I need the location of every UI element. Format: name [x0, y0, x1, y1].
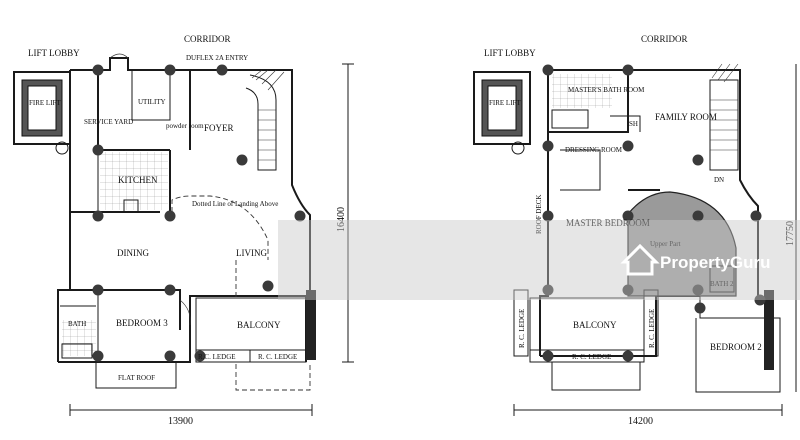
right-corridor-label: CORRIDOR	[641, 34, 688, 44]
bath-2-label: BATH 2	[710, 280, 734, 288]
upper-part-label: Upper Part	[650, 240, 681, 248]
living-label: LIVING	[236, 248, 267, 258]
left-fire-lift-label: FIRE LIFT	[29, 99, 61, 107]
left-rc-ledge-1: R.C. LEDGE	[198, 353, 236, 361]
left-height-dimension: 16400	[336, 207, 347, 232]
watermark-brand: PropertyGuru	[660, 253, 771, 272]
sh-label: SH	[629, 120, 638, 128]
left-corridor-label: CORRIDOR	[184, 34, 231, 44]
right-columns	[542, 64, 766, 362]
left-rc-ledge-2: R. C. LEDGE	[258, 353, 297, 361]
right-balcony-label: BALCONY	[573, 320, 617, 330]
left-floor-plan: LIFT LOBBY CORRIDOR FIRE LIFT SERVICE YA…	[13, 34, 354, 427]
rc-ledge-vertical-1: R. C. LEDGE	[518, 309, 526, 348]
right-lift-lobby-label: LIFT LOBBY	[484, 48, 536, 58]
left-dimensions	[69, 63, 354, 416]
left-lift-lobby-label: LIFT LOBBY	[28, 48, 80, 58]
left-width-dimension: 13900	[168, 416, 193, 427]
dn-label: DN	[714, 176, 724, 184]
masters-bath-label: MASTER'S BATH ROOM	[568, 86, 645, 94]
kitchen-label: KITCHEN	[118, 175, 158, 185]
staircase-left	[245, 69, 285, 171]
dining-label: DINING	[117, 248, 149, 258]
foyer-label: FOYER	[204, 123, 234, 133]
right-floor-plan: LIFT LOBBY CORRIDOR FIRE LIFT MASTER'S B…	[473, 34, 797, 427]
bedroom-2-label: BEDROOM 2	[710, 342, 762, 352]
master-bedroom-label: MASTER BEDROOM	[566, 218, 650, 228]
left-balcony-label: BALCONY	[237, 320, 281, 330]
right-fire-lift-label: FIRE LIFT	[489, 99, 521, 107]
watermark: PropertyGuru	[278, 220, 800, 300]
utility-label: UTILITY	[138, 98, 166, 106]
duplex-entry-label: DUFLEX 2A ENTRY	[186, 54, 248, 62]
left-columns	[92, 64, 306, 362]
dressing-room-label: DRESSING ROOM	[565, 146, 623, 154]
rc-ledge-vertical-2: R. C. LEDGE	[648, 309, 656, 348]
right-dimensions	[513, 64, 797, 416]
dotted-line-note: Dotted Line of Landing Above	[192, 200, 278, 208]
upper-part-void	[627, 191, 737, 297]
right-height-dimension: 17750	[785, 221, 796, 246]
powder-room-label: powder room	[166, 122, 204, 130]
family-room-label: FAMILY ROOM	[655, 112, 717, 122]
left-bath-label: BATH	[68, 320, 86, 328]
staircase-right	[709, 63, 739, 171]
right-width-dimension: 14200	[628, 416, 653, 427]
roof-deck-label: ROOF DECK	[535, 195, 543, 234]
service-yard-label: SERVICE YARD	[84, 118, 133, 126]
house-logo-icon	[620, 243, 660, 276]
right-rc-ledge-label: R. C. LEDGE	[572, 353, 611, 361]
flat-roof-label: FLAT ROOF	[118, 374, 155, 382]
bedroom-3-label: BEDROOM 3	[116, 318, 168, 328]
